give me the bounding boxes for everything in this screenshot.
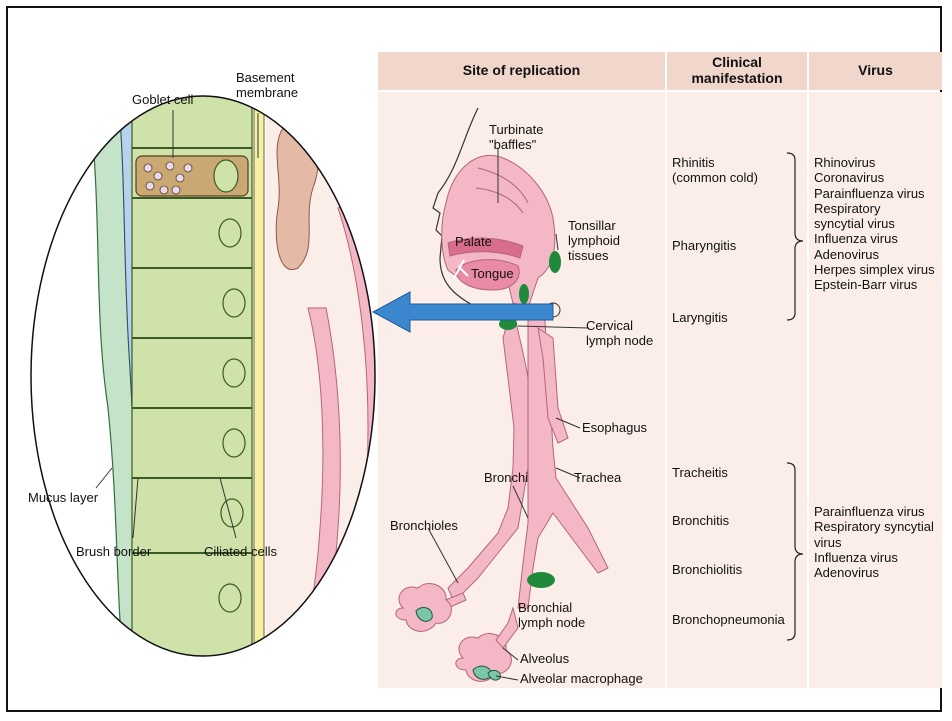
label-alveolus: Alveolus: [520, 651, 569, 666]
label-basement-membrane: Basement membrane: [236, 70, 298, 100]
upper-virus-list: Rhinovirus Coronavirus Parainfluenza vir…: [814, 155, 935, 293]
label-esophagus: Esophagus: [582, 420, 647, 435]
manifestation-bronchopneumonia: Bronchopneumonia: [672, 612, 785, 627]
label-goblet-cell: Goblet cell: [132, 92, 193, 107]
header-virus: Virus: [809, 62, 942, 78]
manifestation-tracheitis: Tracheitis: [672, 465, 728, 480]
label-mucus-layer: Mucus layer: [28, 490, 98, 505]
label-ciliated-cells: Ciliated cells: [204, 544, 277, 559]
label-bronchi: Bronchi: [484, 470, 528, 485]
label-bronchioles: Bronchioles: [390, 518, 458, 533]
manifestation-rhinitis: Rhinitis (common cold): [672, 155, 758, 185]
label-bronchial-lymph-node: Bronchial lymph node: [518, 600, 585, 630]
header-clinical-manifestation: Clinical manifestation: [667, 54, 807, 86]
manifestation-laryngitis: Laryngitis: [672, 310, 728, 325]
label-palate: Palate: [455, 234, 492, 249]
manifestation-pharyngitis: Pharyngitis: [672, 238, 736, 253]
label-tongue: Tongue: [471, 266, 514, 281]
figure-frame: Site of replication Clinical manifestati…: [6, 6, 942, 712]
label-turbinate: Turbinate "baffles": [489, 122, 543, 152]
manifestation-bronchiolitis: Bronchiolitis: [672, 562, 742, 577]
label-cervical-lymph-node: Cervical lymph node: [586, 318, 653, 348]
label-alveolar-macrophage: Alveolar macrophage: [520, 671, 643, 686]
label-tonsillar: Tonsillar lymphoid tissues: [568, 218, 620, 263]
lower-virus-list: Parainfluenza virus Respiratory syncytia…: [814, 504, 934, 580]
label-brush-border: Brush border: [76, 544, 151, 559]
diagram-canvas: [8, 8, 944, 714]
header-site-of-replication: Site of replication: [378, 62, 665, 78]
label-trachea: Trachea: [574, 470, 621, 485]
manifestation-bronchitis: Bronchitis: [672, 513, 729, 528]
